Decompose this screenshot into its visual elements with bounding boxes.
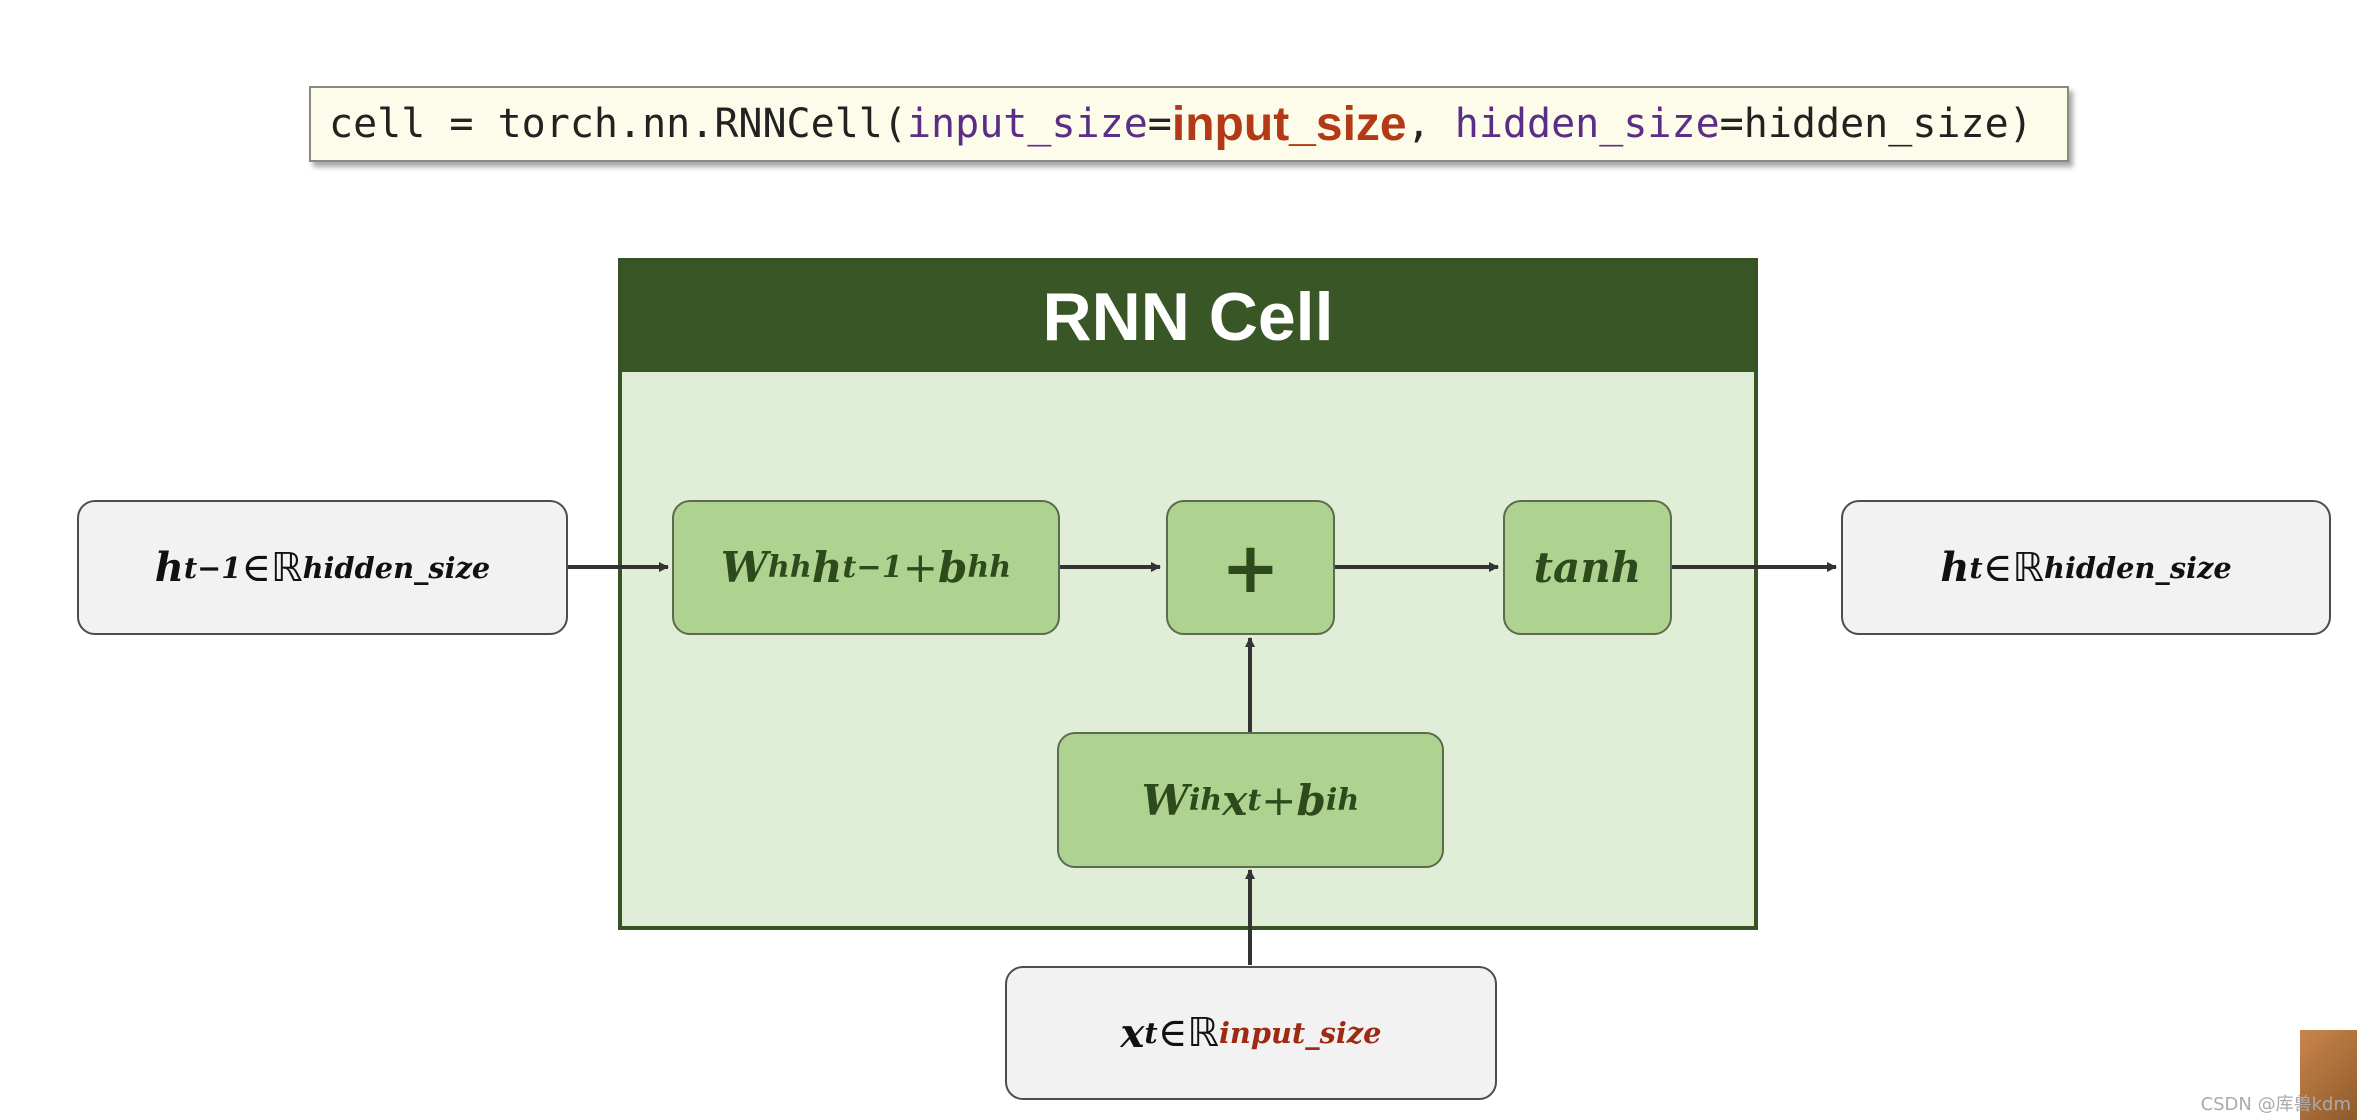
code-suffix: ) xyxy=(2008,101,2033,147)
code-arg2-value: hidden_size xyxy=(1743,101,2009,147)
hout-set: ℝ xyxy=(2012,544,2045,591)
tanh-label: tanh xyxy=(1533,543,1642,592)
whh-w-sub: hh xyxy=(767,550,812,585)
tanh-node-box: tanh xyxy=(1503,500,1672,635)
xin-in: ∈ xyxy=(1157,1010,1188,1056)
code-arg2-name: hidden_size xyxy=(1454,101,1720,147)
wih-plus: + xyxy=(1261,775,1297,825)
wih-w-sub: ih xyxy=(1188,782,1223,818)
corner-photo xyxy=(2300,1030,2357,1120)
whh-w: W xyxy=(720,543,768,592)
wih-b: b xyxy=(1296,775,1326,825)
code-eq1: = xyxy=(1147,101,1172,147)
code-arg1-value: input_size xyxy=(1171,97,1407,151)
add-node-box: + xyxy=(1166,500,1335,635)
whh-h-sub: t−1 xyxy=(842,550,903,585)
wih-x-sub: t xyxy=(1247,782,1262,818)
hprev-sub: t−1 xyxy=(183,550,242,585)
code-eq2: = xyxy=(1719,101,1744,147)
rnn-cell-title: RNN Cell xyxy=(622,262,1754,372)
whh-b-sub: hh xyxy=(967,550,1012,585)
code-comma: , xyxy=(1406,101,1455,147)
xin-set: ℝ xyxy=(1187,1010,1219,1056)
whh-plus: + xyxy=(902,543,938,592)
wih-x: x xyxy=(1222,775,1248,825)
hout-in: ∈ xyxy=(1982,544,2013,591)
hprev-base: h xyxy=(154,544,184,591)
hprev-set: ℝ xyxy=(270,544,303,591)
whh-h: h xyxy=(811,543,843,592)
watermark: CSDN @库兽kdm xyxy=(2200,1094,2351,1115)
wih-b-sub: ih xyxy=(1325,782,1360,818)
code-arg1-name: input_size xyxy=(906,101,1148,147)
wih-w: W xyxy=(1141,775,1189,825)
xin-sup: input_size xyxy=(1218,1016,1382,1050)
hout-sup: hidden_size xyxy=(2044,550,2232,585)
hprev-in: ∈ xyxy=(241,544,271,591)
hout-sub: t xyxy=(1969,550,1983,585)
hprev-sup: hidden_size xyxy=(302,550,491,585)
whh-b: b xyxy=(937,543,968,592)
xin-base: x xyxy=(1120,1009,1145,1057)
hout-base: h xyxy=(1940,544,1970,591)
code-prefix: cell = torch.nn.RNNCell( xyxy=(329,101,907,147)
add-symbol: + xyxy=(1221,526,1280,609)
xin-sub: t xyxy=(1144,1016,1158,1050)
code-banner: cell = torch.nn.RNNCell(input_size=input… xyxy=(309,86,2069,162)
